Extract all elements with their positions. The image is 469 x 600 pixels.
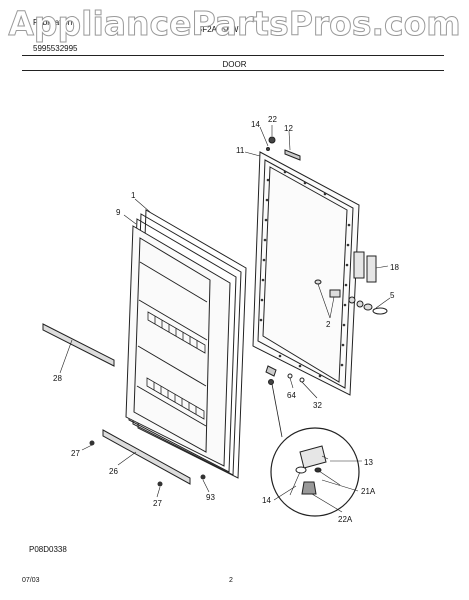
callout-26: 26 xyxy=(109,467,118,476)
callout-28: 28 xyxy=(53,374,62,383)
callout-27-bottom: 27 xyxy=(153,499,162,508)
leader-21a xyxy=(321,479,359,492)
publication-number: 5995532995 xyxy=(33,44,78,53)
top-hinge-parts xyxy=(266,136,301,161)
callout-21a: 21A xyxy=(361,487,376,496)
header-rule-bottom xyxy=(22,70,444,71)
callout-27-left: 27 xyxy=(71,449,80,458)
callout-64: 64 xyxy=(287,391,296,400)
section-title: DOOR xyxy=(222,60,247,69)
detail-magnifier xyxy=(270,383,360,517)
callout-22a: 22A xyxy=(338,515,353,524)
callout-1: 1 xyxy=(131,191,136,200)
page-number: 2 xyxy=(229,577,233,584)
door-edge-holes xyxy=(259,170,351,378)
callout-32: 32 xyxy=(313,401,322,410)
wire-shelf-upper xyxy=(147,311,206,354)
callout-18: 18 xyxy=(390,263,399,272)
publication-date: 07/03 xyxy=(22,577,40,584)
shelf-rail-upper xyxy=(42,323,115,367)
leader-lines xyxy=(59,125,391,513)
diagram-code: P08D0338 xyxy=(29,545,67,554)
shelf-rail-lower xyxy=(102,429,191,485)
callout-11: 11 xyxy=(236,146,245,155)
callout-14-detail: 14 xyxy=(262,496,271,505)
door-liner xyxy=(125,209,247,479)
publication-label: Publication # xyxy=(33,18,79,27)
callout-93: 93 xyxy=(206,493,215,502)
watermark: AppliancePartsPros.com xyxy=(8,4,461,44)
callout-13: 13 xyxy=(364,458,373,467)
handle-bracket xyxy=(353,251,377,283)
latch-parts xyxy=(314,279,388,315)
leader-14-detail xyxy=(273,485,297,501)
callout-2: 2 xyxy=(326,320,331,329)
screws xyxy=(89,440,206,487)
callout-14-top: 14 xyxy=(251,120,260,129)
callout-5: 5 xyxy=(390,291,395,300)
outer-door-panel xyxy=(252,151,360,396)
wire-shelf-lower xyxy=(146,377,205,420)
header-rule-top xyxy=(22,55,444,56)
callout-12: 12 xyxy=(284,124,293,133)
callout-9: 9 xyxy=(116,208,121,217)
detail-hinge-parts xyxy=(295,445,327,495)
callout-22: 22 xyxy=(268,115,277,124)
model-number: GF2A75AW xyxy=(196,25,239,34)
